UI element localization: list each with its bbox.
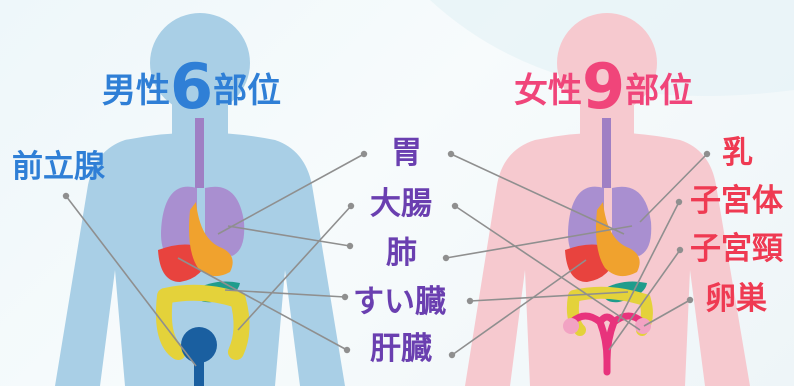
leader-dots [62,150,711,359]
label-cervix: 子宮頸 [690,231,783,267]
female-organs [563,118,653,376]
male-stomach [189,202,233,277]
label-large-intestine: 大腸 [370,186,432,222]
label-lungs: 肺 [386,235,417,271]
label-stomach: 胃 [391,135,422,171]
male-colon [155,284,250,360]
female-title-suffix: 部位 [625,71,694,111]
male-title-prefix: 男性 [102,71,170,111]
male-title-number: 6 [170,50,214,123]
leader-lines [65,153,708,367]
female-title: 女性9部位 [514,56,693,118]
label-prostate: 前立腺 [12,149,105,185]
label-uterine-body: 子宮体 [690,183,783,219]
female-trachea [602,118,611,188]
label-breast: 乳 [722,135,753,171]
female-left-lung [568,186,604,258]
male-title: 男性6部位 [102,56,281,118]
male-prostate [181,327,217,363]
label-liver: 肝臓 [370,331,432,367]
male-left-lung [161,186,197,258]
female-ovary-left [563,318,579,334]
label-ovaries: 卵巣 [705,281,767,317]
male-trachea [195,118,204,188]
male-right-lung [205,186,245,256]
female-title-prefix: 女性 [514,71,582,111]
male-organs [155,118,250,386]
female-uterus [568,312,646,376]
male-title-suffix: 部位 [213,71,282,111]
female-title-number: 9 [582,50,626,123]
female-stomach [596,202,640,277]
female-ovary-right [635,318,651,334]
female-right-lung [612,186,652,256]
label-pancreas: すい臓 [353,284,446,320]
